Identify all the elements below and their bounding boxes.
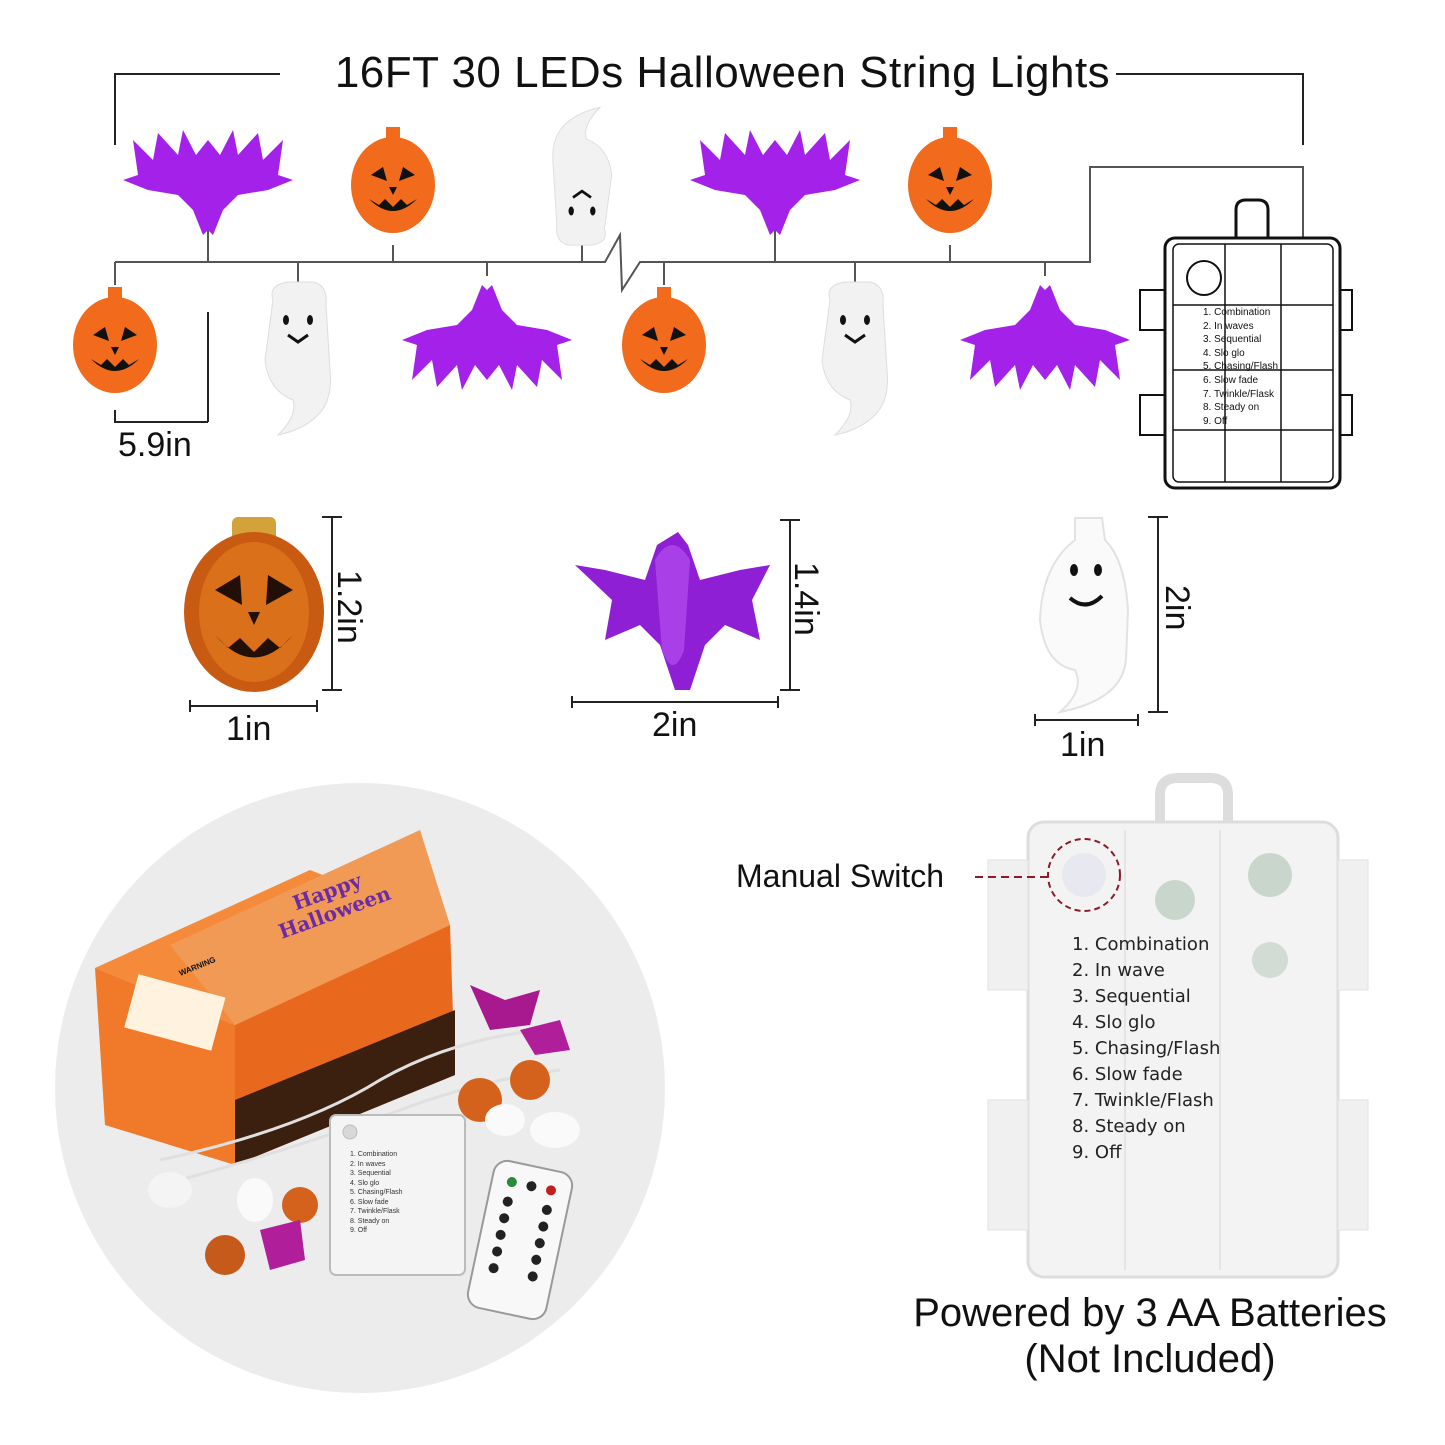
photo-mode-item: 4. Slo glo (350, 1179, 380, 1187)
mode-item: 3. Sequential (1203, 334, 1262, 346)
size-diagram (184, 516, 1168, 726)
photo-mode-item: 9. Off (350, 1227, 367, 1234)
mode-item: 7. Twinkle/Flask (1203, 388, 1274, 400)
box-mode-item: 3. Sequential (1072, 986, 1191, 1007)
mode-item: 8. Steady on (1203, 402, 1260, 414)
photo-mode-item: 7. Twinkle/Flask (350, 1208, 400, 1215)
power-info: Powered by 3 AA Batteries (Not Included) (870, 1290, 1430, 1382)
mode-item: 2. In waves (1203, 320, 1254, 332)
photo-modes-list: 1. Combination 2. In waves 3. Sequential… (350, 1150, 403, 1236)
mode-item: 4. Slo glo (1203, 347, 1245, 359)
mode-item: 9. Off (1203, 415, 1228, 427)
power-line2: (Not Included) (1024, 1337, 1276, 1381)
photo-mode-item: 8. Steady on (350, 1217, 390, 1225)
photo-mode-item: 5. Chasing/Flash (350, 1189, 403, 1196)
photo-mode-item: 2. In waves (350, 1160, 386, 1168)
string-lights-diagram (73, 106, 1353, 490)
box-mode-item: 4. Slo glo (1072, 1012, 1156, 1033)
mode-item: 5. Chasing/Flash (1203, 361, 1279, 373)
mode-item: 1. Combination (1203, 307, 1271, 318)
photo-mode-item: 3. Sequential (350, 1170, 391, 1177)
box-mode-item: 1. Combination (1072, 934, 1210, 955)
spacing-label: 5.9in (118, 426, 192, 464)
box-modes-list: 1. Combination 2. In wave 3. Sequential … (1072, 932, 1220, 1166)
box-mode-item: 5. Chasing/Flash (1072, 1038, 1221, 1059)
bat-bulb (575, 532, 770, 690)
product-title: 16FT 30 LEDs Halloween String Lights (0, 48, 1445, 98)
box-mode-item: 2. In wave (1072, 960, 1165, 981)
photo-mode-item: 1. Combination (350, 1151, 398, 1158)
pumpkin-width-label: 1in (226, 710, 272, 748)
bat-width-label: 2in (652, 706, 698, 744)
manual-switch-label: Manual Switch (736, 858, 945, 894)
ghost-width-label: 1in (1060, 726, 1106, 764)
box-mode-item: 9. Off (1072, 1142, 1122, 1163)
box-mode-item: 6. Slow fade (1072, 1064, 1183, 1085)
ghost-bulb (1038, 517, 1130, 714)
box-mode-item: 7. Twinkle/Flash (1072, 1090, 1214, 1111)
mode-item: 6. Slow fade (1203, 374, 1259, 386)
photo-mode-item: 6. Slow fade (350, 1198, 389, 1206)
box-mode-item: 8. Steady on (1072, 1116, 1186, 1137)
pumpkin-bulb (184, 517, 324, 692)
battery-box-outline (1139, 198, 1353, 490)
power-line1: Powered by 3 AA Batteries (913, 1291, 1387, 1335)
modes-list-small: 1. Combination 2. In waves 3. Sequential… (1203, 306, 1278, 428)
